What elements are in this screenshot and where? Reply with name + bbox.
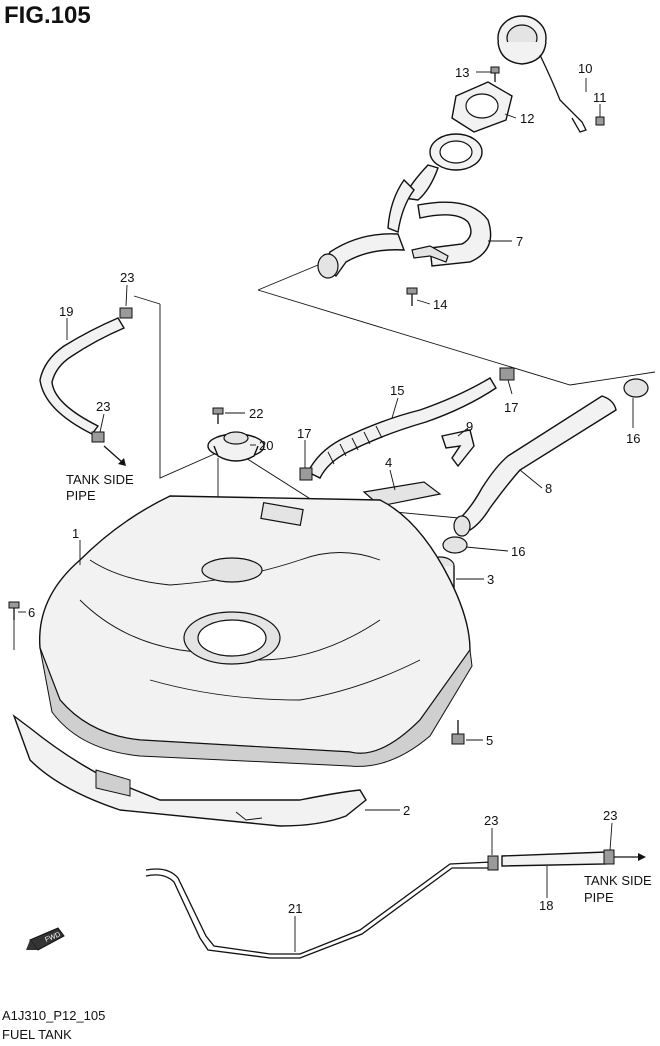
filler-gasket (451, 81, 513, 133)
bracket-9 (441, 429, 475, 468)
callout-15: 15 (390, 383, 404, 398)
callout-8: 8 (545, 481, 552, 496)
tank-side-pipe-notes: TANK SIDE PIPE TANK SIDE PIPE (66, 472, 652, 905)
callout-14: 14 (433, 297, 447, 312)
callout-16-lower: 16 (511, 544, 525, 559)
filler-neck-7 (317, 133, 492, 279)
callout-23-middle: 23 (96, 399, 110, 414)
callout-3: 3 (487, 572, 494, 587)
breather-pipe-19 (39, 307, 133, 443)
bolt-6 (8, 601, 20, 650)
hose-18 (487, 849, 646, 871)
callout-23-lower-right: 23 (603, 808, 617, 823)
callout-5: 5 (486, 733, 493, 748)
filler-hose-8 (442, 378, 649, 554)
callout-17-left: 17 (297, 426, 311, 441)
tank-side-pipe-upper-line2: PIPE (66, 488, 96, 503)
callout-labels: 1 2 3 4 5 6 7 8 9 10 11 12 13 14 15 16 1… (28, 61, 640, 916)
tank-side-pipe-arrow-upper (103, 445, 126, 466)
clip-11 (595, 116, 605, 126)
tank-side-pipe-lower-line2: PIPE (584, 890, 614, 905)
tank-side-pipe-upper-line1: TANK SIDE (66, 472, 134, 487)
callout-17-right: 17 (504, 400, 518, 415)
pump-plate-20 (207, 431, 265, 462)
vapour-pipe-21 (145, 861, 493, 959)
callout-23-top: 23 (120, 270, 134, 285)
callout-13: 13 (455, 65, 469, 80)
callout-9: 9 (466, 419, 473, 434)
callout-6: 6 (28, 605, 35, 620)
callout-19: 19 (59, 304, 73, 319)
hose-corrugation (327, 425, 383, 465)
tank-side-pipe-lower-line1: TANK SIDE (584, 873, 652, 888)
assembly-boundary-lines (133, 259, 656, 521)
figure-title: FIG.105 (4, 2, 91, 29)
callout-23-lower-left: 23 (484, 813, 498, 828)
callout-7: 7 (516, 234, 523, 249)
diagram-caption: FUEL TANK (2, 1027, 72, 1042)
callout-4: 4 (385, 455, 392, 470)
under-shield-2 (12, 714, 367, 827)
callout-18: 18 (539, 898, 553, 913)
bolt-5 (451, 720, 465, 745)
callout-10: 10 (578, 61, 592, 76)
forward-direction-arrow-icon: FWD (26, 927, 65, 951)
callout-16-upper: 16 (626, 431, 640, 446)
callout-21: 21 (288, 901, 302, 916)
screw-13 (490, 66, 500, 82)
callout-1: 1 (72, 526, 79, 541)
diagram-code: A1J310_P12_105 (2, 1008, 106, 1023)
callout-11: 11 (593, 90, 607, 105)
leader-lines (18, 71, 634, 952)
callout-2: 2 (403, 803, 410, 818)
callout-22: 22 (249, 406, 263, 421)
fuel-tank-1 (38, 495, 473, 767)
callout-12: 12 (520, 111, 534, 126)
fuel-cap (497, 15, 587, 133)
bolt-14 (406, 287, 418, 306)
breather-hose-15 (299, 367, 515, 481)
callout-20: 20 (259, 438, 273, 453)
